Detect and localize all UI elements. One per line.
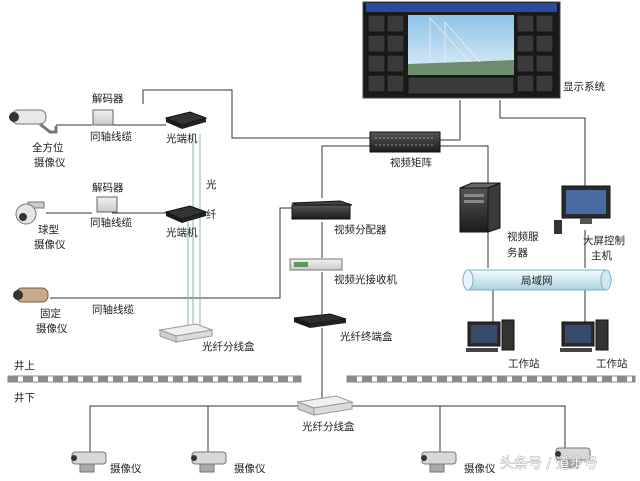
video-matrix: 视频矩阵 [369, 131, 441, 169]
underground-camera-2-body [191, 451, 227, 465]
line-bus-right [440, 405, 566, 452]
coax-2-label: 同轴线缆 [90, 216, 132, 229]
workstation-1-tower [501, 319, 515, 351]
workstation-2: 工作站 [560, 319, 628, 370]
fiber-terminal-2-label: 光端机 [166, 226, 198, 239]
ball-camera-body [15, 203, 37, 225]
workstation-1-label: 工作站 [508, 357, 540, 370]
underground-camera-3-body [421, 451, 457, 465]
line-matrix-distributor [321, 145, 396, 198]
line-display-bigscreen [499, 100, 586, 186]
big-screen-label-1: 大屏控制 [583, 234, 625, 247]
display-system-label: 显示系统 [563, 80, 605, 93]
fiber-terminal-2: 光端机 [164, 205, 208, 239]
workstation-2-tower [595, 319, 609, 351]
display-wall-side-screens [367, 14, 554, 93]
above-ground-label: 井上 [14, 359, 35, 372]
display-wall-bottom-screens [407, 76, 515, 95]
video-matrix-device [369, 131, 441, 153]
big-screen-host: 大屏控制 主机 [554, 185, 625, 262]
decoder-1-device [92, 109, 114, 126]
decoder-2: 解码器 同轴线缆 [90, 181, 132, 229]
lan-label: 局域网 [521, 274, 553, 287]
underground-camera-1: 摄像仪 [71, 451, 142, 475]
omni-camera-lens [9, 112, 19, 122]
line-bus-left [89, 405, 298, 452]
line-matrix-server [440, 145, 489, 188]
coax-3-label: 同轴线缆 [92, 303, 134, 316]
decoder-2-device [96, 196, 118, 213]
decoder-2-label: 解码器 [92, 181, 124, 194]
line-bus-cam3 [352, 405, 441, 452]
fixed-camera-label-2: 摄像仪 [36, 322, 68, 335]
video-server-label-2: 务器 [507, 246, 528, 259]
underground-camera-1-label: 摄像仪 [110, 462, 142, 475]
fiber-split-box-2-label: 光纤分线盒 [302, 420, 355, 433]
video-server-label-1: 视频服 [507, 230, 539, 243]
line-decoder1-matrix [142, 89, 370, 139]
ball-camera-lens [19, 213, 27, 221]
underground-label: 井下 [14, 391, 35, 404]
lan-pipe: 局域网 [462, 269, 612, 291]
video-server: 视频服 务器 [459, 182, 539, 259]
display-wall-bridge [429, 17, 481, 63]
video-optical-receiver-label: 视频光接收机 [334, 273, 397, 286]
ball-camera: 球型 摄像仪 [15, 201, 66, 251]
video-distributor: 视频分配器 [291, 200, 387, 236]
ball-camera-label-1: 球型 [38, 223, 59, 236]
workstation-2-label: 工作站 [596, 357, 628, 370]
fiber-split-box-1-label: 光纤分线盒 [202, 340, 255, 353]
fiber-char-2: 纤 [206, 208, 217, 221]
display-wall: 显示系统 [362, 1, 605, 99]
watermark-text: 头条号 / 道步号 [500, 455, 598, 472]
workstation-1: 工作站 [466, 319, 540, 370]
underground-camera-2-label: 摄像仪 [234, 462, 266, 475]
video-optical-receiver-device [289, 258, 343, 271]
fiber-char-1: 光 [206, 178, 217, 191]
line-fixed-distributor [50, 207, 293, 299]
display-wall-banner [366, 3, 557, 12]
fiber-terminal-box-label: 光纤终端盒 [340, 330, 393, 343]
video-optical-receiver: 视频光接收机 [289, 258, 397, 286]
ground-divider: 井上 井下 [7, 359, 636, 404]
fiber-terminal-box: 光纤终端盒 [293, 313, 393, 343]
omni-camera: 全方位 摄像仪 [9, 109, 66, 169]
video-distributor-label: 视频分配器 [334, 223, 387, 236]
underground-camera-3: 摄像仪 [421, 451, 496, 475]
fiber-terminal-1-label: 光端机 [166, 132, 198, 145]
ball-camera-label-2: 摄像仪 [34, 238, 66, 251]
underground-camera-4 [555, 447, 591, 469]
video-distributor-device [291, 204, 351, 220]
display-wall-landscape [408, 60, 514, 75]
underground-camera-3-label: 摄像仪 [464, 462, 496, 475]
fiber-split-box-2: 光纤分线盒 [296, 395, 355, 433]
coax-1-label: 同轴线缆 [90, 130, 132, 143]
fixed-camera-label-1: 固定 [40, 307, 61, 320]
underground-camera-1-body [71, 451, 107, 465]
decoder-1: 解码器 同轴线缆 [90, 92, 132, 143]
underground-camera-2: 摄像仪 [191, 451, 266, 475]
video-matrix-label: 视频矩阵 [390, 156, 432, 169]
big-screen-tower [554, 220, 562, 234]
omni-camera-label-2: 摄像仪 [34, 156, 66, 169]
omni-camera-label-1: 全方位 [32, 141, 64, 154]
fixed-camera: 固定 摄像仪 同轴线缆 [13, 287, 134, 335]
fixed-camera-lens [13, 290, 23, 300]
omni-camera-mount [39, 122, 58, 134]
decoder-1-label: 解码器 [92, 92, 124, 105]
fiber-terminal-1: 光端机 [164, 111, 208, 145]
fiber-split-box-1: 光纤分线盒 [158, 323, 255, 353]
fiber-lines [187, 134, 201, 325]
big-screen-label-2: 主机 [591, 249, 612, 262]
